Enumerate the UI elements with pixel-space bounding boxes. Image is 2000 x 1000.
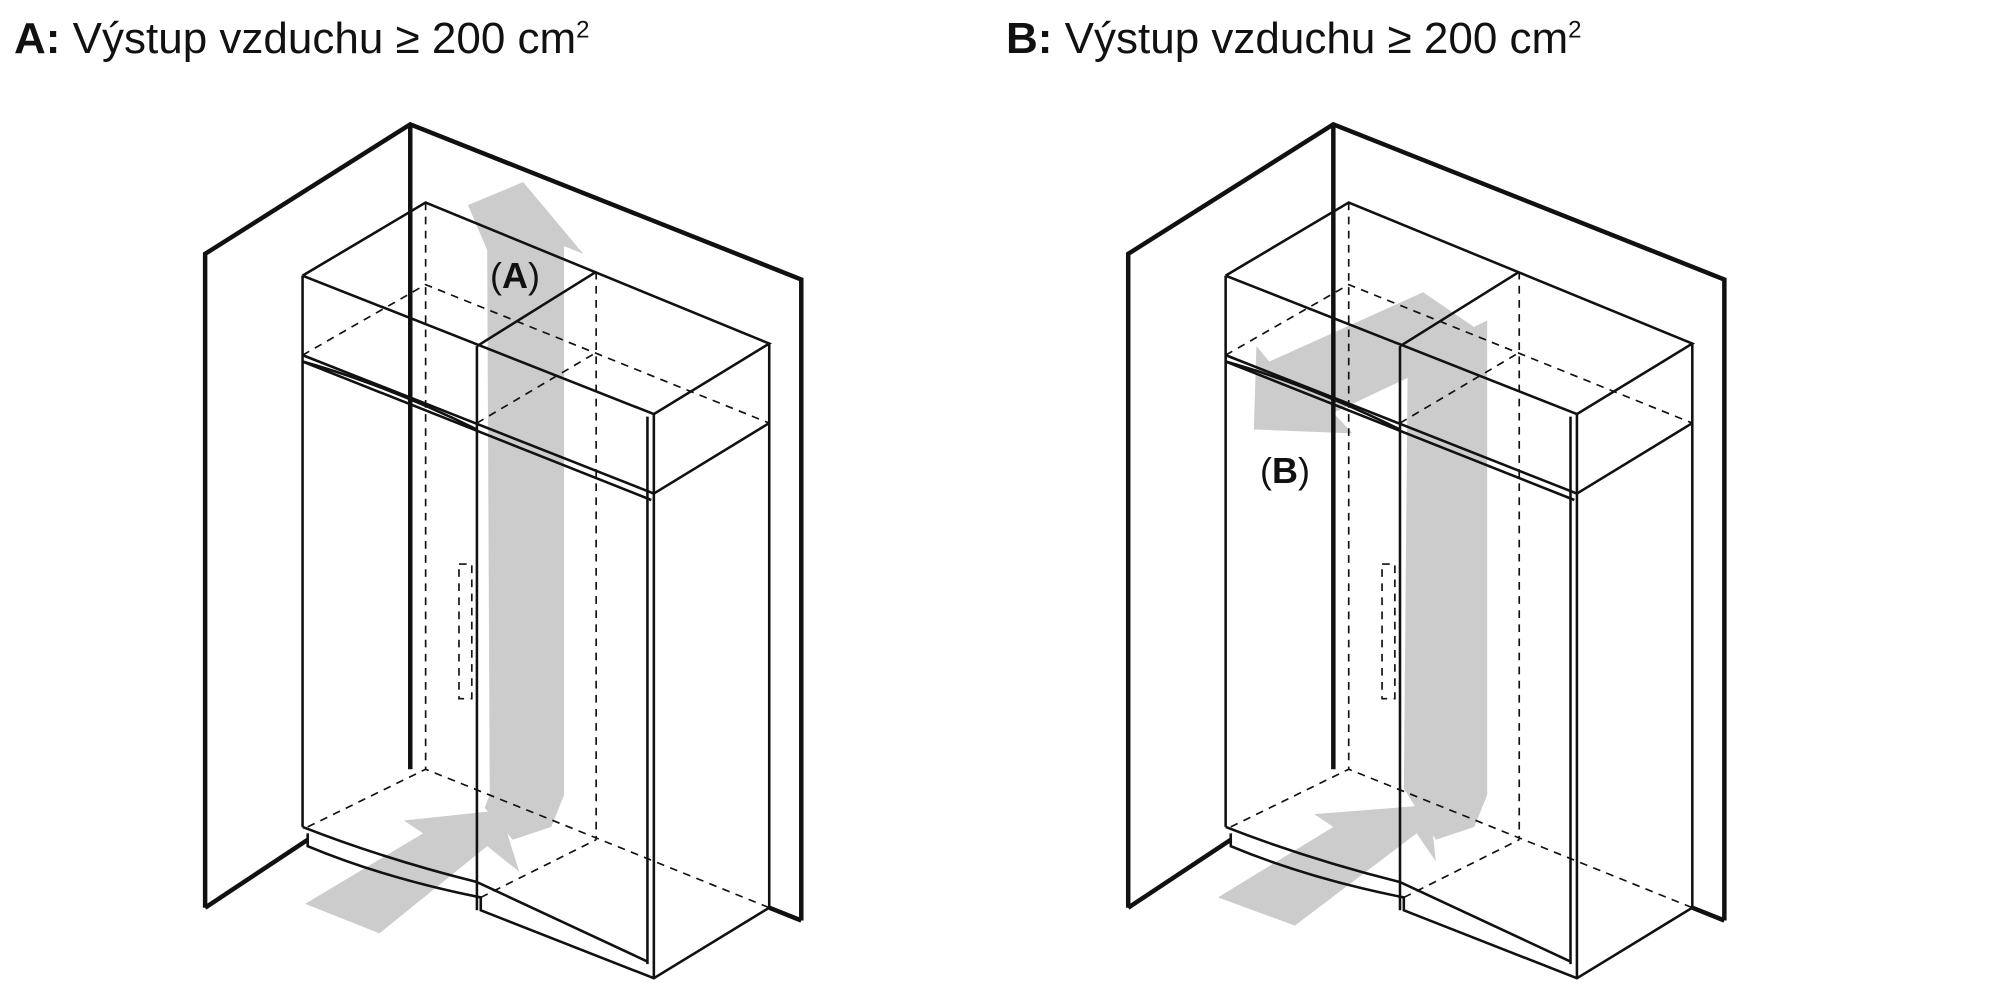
marker-b-close: ) bbox=[1298, 450, 1310, 491]
panel-a-title: A: Výstup vzduchu ≥ 200 cm2 bbox=[14, 14, 590, 64]
panel-b-title: B: Výstup vzduchu ≥ 200 cm2 bbox=[1006, 14, 1582, 64]
marker-a-letter: A bbox=[502, 255, 528, 296]
airflow-up-arrow-b bbox=[1403, 320, 1488, 840]
panel-b-letter: B: bbox=[1006, 14, 1053, 63]
airflow-arrow-b bbox=[1217, 805, 1436, 926]
panel-a-letter: A: bbox=[14, 14, 61, 63]
airflow-arrow-a bbox=[305, 810, 520, 934]
marker-b-open: ( bbox=[1260, 450, 1272, 491]
marker-a-close: ) bbox=[528, 255, 540, 296]
airflow-up-arrow-a bbox=[467, 182, 584, 840]
panel-b-text: Výstup vzduchu ≥ 200 cm bbox=[1052, 14, 1569, 63]
panel-b-drawing bbox=[1128, 124, 1724, 978]
marker-a-open: ( bbox=[490, 255, 502, 296]
marker-b: (B) bbox=[1260, 450, 1310, 492]
marker-a: (A) bbox=[490, 255, 540, 297]
panel-a-drawing bbox=[205, 124, 801, 978]
marker-b-letter: B bbox=[1272, 450, 1298, 491]
panel-b-sup: 2 bbox=[1568, 16, 1582, 44]
panel-a-text: Výstup vzduchu ≥ 200 cm bbox=[60, 14, 577, 63]
panel-a-sup: 2 bbox=[576, 16, 590, 44]
